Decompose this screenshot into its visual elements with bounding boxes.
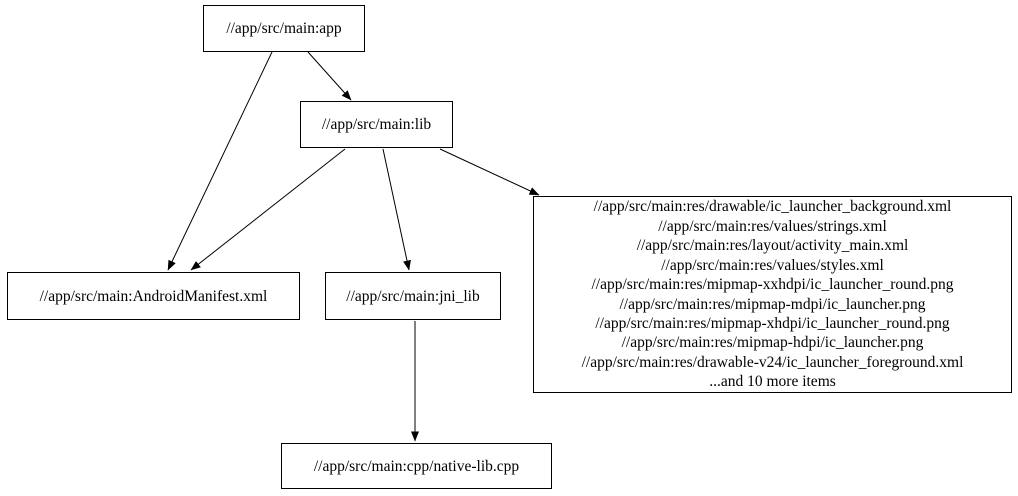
- edge-app-to-lib: [307, 51, 352, 101]
- resource-item: //app/src/main:res/mipmap-hdpi/ic_launch…: [621, 334, 924, 352]
- node-native-lib-cpp-label: //app/src/main:cpp/native-lib.cpp: [313, 457, 520, 475]
- edge-lib-to-jni-lib: [382, 148, 411, 271]
- node-app: //app/src/main:app: [203, 5, 365, 52]
- resource-item: //app/src/main:res/mipmap-mdpi/ic_launch…: [619, 295, 926, 313]
- node-app-label: //app/src/main:app: [226, 20, 342, 37]
- resource-item: //app/src/main:res/drawable-v24/ic_launc…: [581, 353, 964, 371]
- node-jni-lib-label: //app/src/main:jni_lib: [346, 287, 480, 305]
- edge-lib-to-manifest: [190, 148, 346, 271]
- resource-item: //app/src/main:res/drawable/ic_launcher_…: [593, 198, 952, 216]
- resource-item: //app/src/main:res/values/strings.xml: [658, 217, 887, 235]
- resource-more-items: ...and 10 more items: [709, 373, 836, 391]
- node-resources-group: //app/src/main:res/drawable/ic_launcher_…: [533, 196, 1012, 393]
- resource-item: //app/src/main:res/mipmap-xhdpi/ic_launc…: [595, 314, 950, 332]
- edge-app-to-manifest: [167, 51, 273, 271]
- resource-item: //app/src/main:res/mipmap-xxhdpi/ic_laun…: [591, 276, 954, 294]
- node-android-manifest-label: //app/src/main:AndroidManifest.xml: [39, 287, 268, 305]
- node-android-manifest: //app/src/main:AndroidManifest.xml: [7, 272, 300, 320]
- resource-item: //app/src/main:res/layout/activity_main.…: [636, 237, 909, 255]
- resource-item: //app/src/main:res/values/styles.xml: [661, 256, 884, 274]
- node-native-lib-cpp: //app/src/main:cpp/native-lib.cpp: [281, 443, 552, 489]
- edge-lib-to-resources: [439, 148, 540, 196]
- node-lib-label: //app/src/main:lib: [321, 116, 432, 133]
- node-lib: //app/src/main:lib: [300, 101, 453, 148]
- node-jni-lib: //app/src/main:jni_lib: [325, 272, 501, 320]
